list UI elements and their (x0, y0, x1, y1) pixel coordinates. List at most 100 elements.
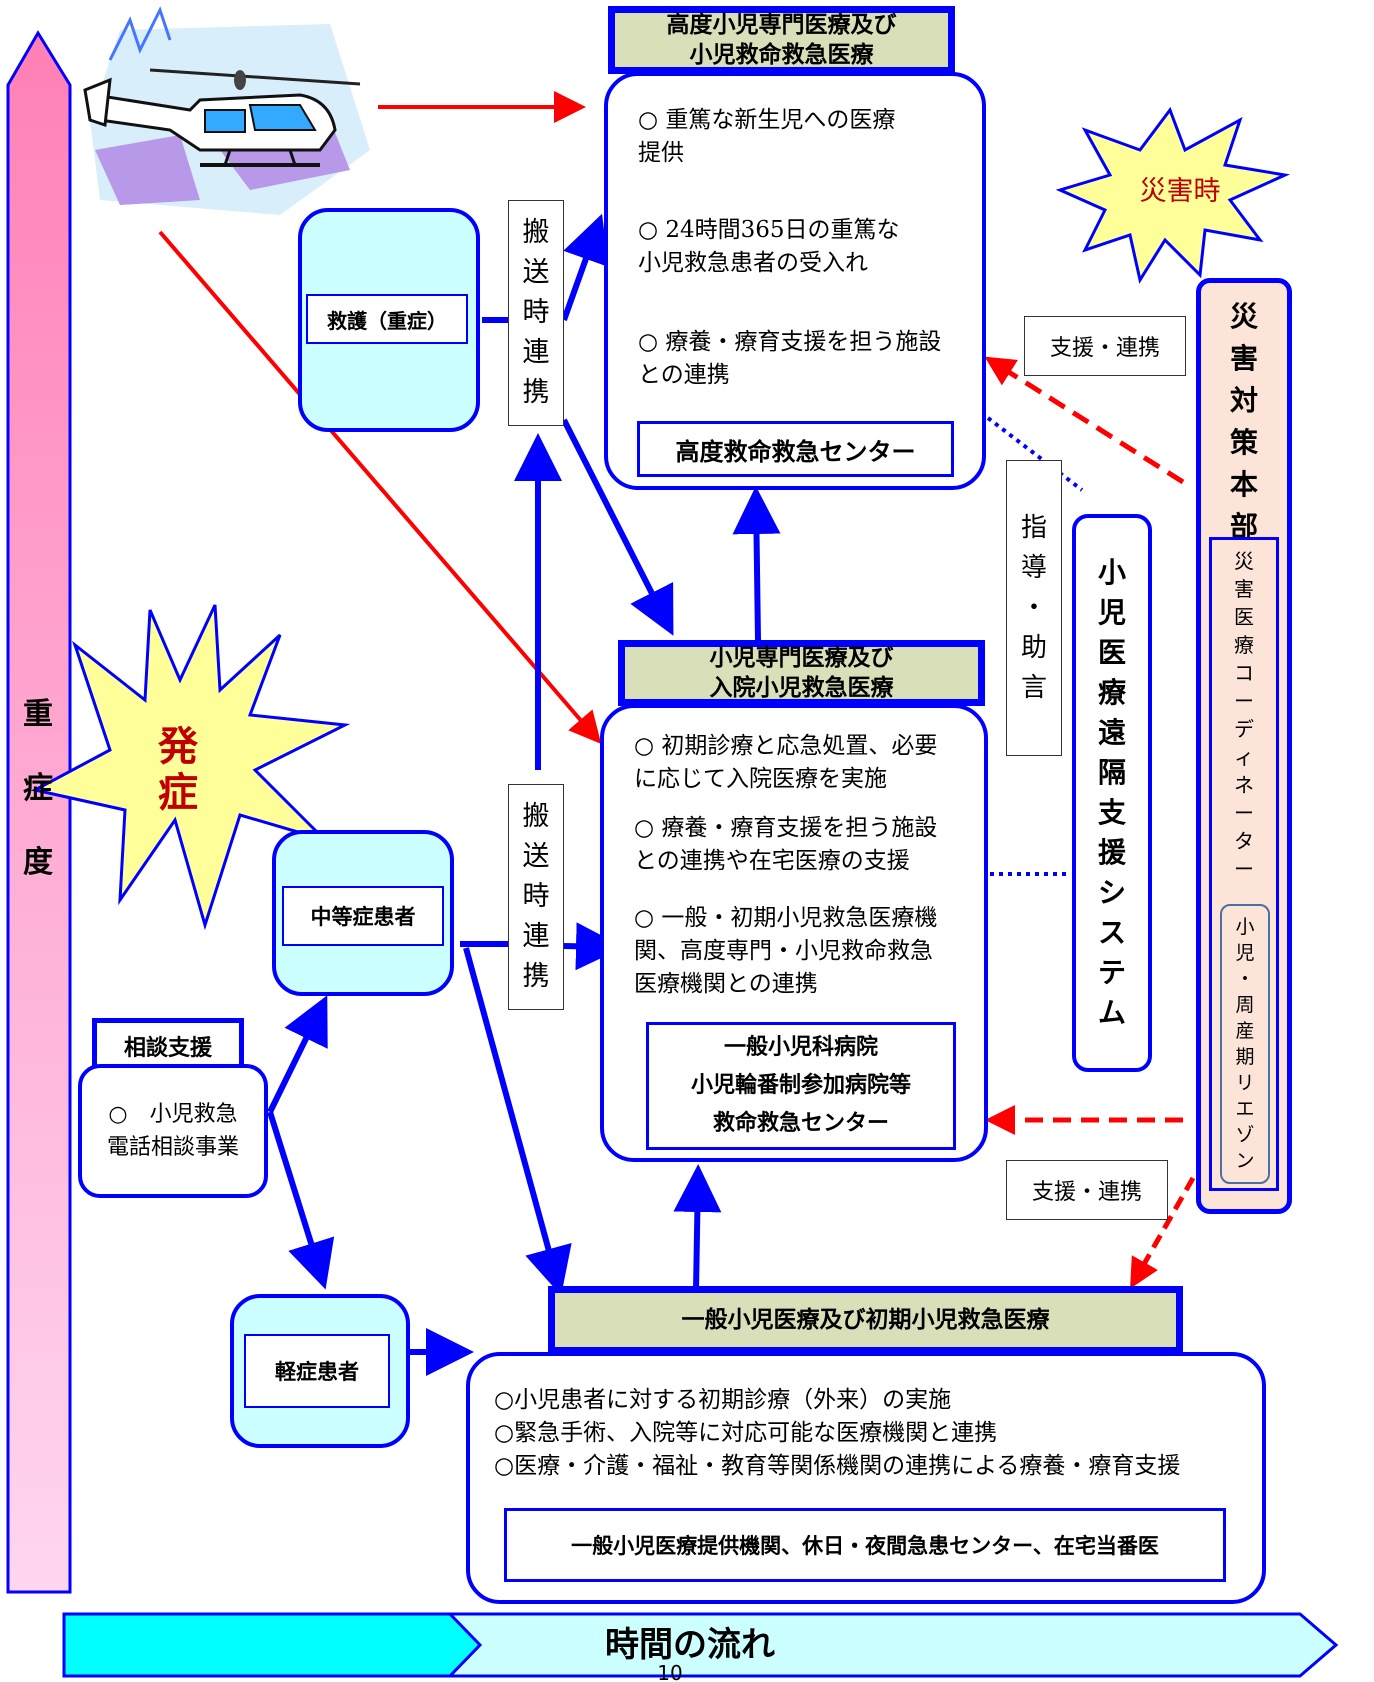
disaster-burst (1055, 106, 1291, 284)
transport-char: 携 (522, 377, 550, 408)
remote-char: シ (1097, 876, 1126, 909)
remote-char: 医 (1097, 636, 1126, 669)
guidance-char: 言 (1020, 673, 1047, 703)
guidance-char: ・ (1020, 593, 1047, 623)
remote-char: 遠 (1097, 716, 1126, 749)
transport-link-lower: 搬 送 時 連 携 (508, 784, 564, 1010)
liaison-char: エ (1235, 1098, 1255, 1120)
severity-char: 度 (23, 845, 53, 880)
severity-label: 重 症 度 (18, 670, 58, 900)
consult-box: ○ 小児救急 電話相談事業 (78, 1064, 268, 1198)
base-tier-facility: 一般小児医療提供機関、休日・夜間急患センター、在宅当番医 (504, 1508, 1226, 1582)
severity-char: 重 (23, 697, 53, 732)
coord-char: タ (1234, 829, 1254, 853)
coord-char: 災 (1234, 549, 1254, 573)
transport-char: 携 (522, 961, 550, 992)
transport-char: 搬 (522, 217, 550, 248)
remote-char: テ (1097, 956, 1126, 989)
severity-arrow (6, 30, 72, 1594)
liaison-char: ン (1235, 1150, 1255, 1172)
guidance-char: 指 (1020, 513, 1047, 543)
moderate-patient-label: 中等症患者 (282, 886, 444, 946)
time-flow-label: 時間の流れ (605, 1625, 775, 1665)
coord-char: ネ (1234, 773, 1254, 797)
transport-char: 送 (522, 841, 550, 872)
facility-line: 小児輪番制参加病院等 (690, 1073, 911, 1098)
remote-char: 支 (1097, 796, 1126, 829)
top-tier-item: ○ 重篤な新生児への医療 提供 (638, 104, 968, 170)
mid-tier-header: 小児専門医療及び 入院小児救急医療 (618, 640, 985, 706)
onset-burst (30, 604, 351, 931)
item-line: ○ 初期診療と応急処置、必要 (634, 733, 938, 759)
coord-char: 療 (1234, 633, 1254, 657)
liaison-char: 児 (1235, 942, 1255, 964)
item-line: ○ 24時間365日の重篤な (638, 217, 900, 243)
liaison-char: 小 (1235, 916, 1255, 938)
item-line: ○小児患者に対する初期診療（外来）の実施 (494, 1387, 952, 1413)
hq-char: 本 (1229, 468, 1258, 501)
helicopter-icon (83, 6, 370, 215)
facility-line: 救命救急センター (712, 1111, 889, 1136)
base-tier-items: ○小児患者に対する初期診療（外来）の実施 ○緊急手術、入院等に対応可能な医療機関… (494, 1384, 1254, 1483)
item-line: ○ 一般・初期小児救急医療機 (634, 905, 938, 931)
hq-char: 害 (1229, 342, 1258, 375)
remote-support-system: 小 児 医 療 遠 隔 支 援 シ ス テ ム (1072, 514, 1152, 1072)
support-link-label-upper: 支援・連携 (1024, 316, 1186, 376)
top-tier-box: ○ 重篤な新生児への医療 提供 ○ 24時間365日の重篤な 小児救急患者の受入… (604, 72, 986, 490)
remote-char: ム (1097, 996, 1126, 1029)
item-line: との連携 (638, 362, 730, 388)
mid-tier-item: ○ 療養・療育支援を担う施設 との連携や在宅医療の支援 (634, 812, 974, 878)
item-line: との連携や在宅医療の支援 (634, 848, 910, 874)
hq-char: 災 (1229, 300, 1258, 333)
liaison-char: 産 (1235, 1020, 1255, 1042)
top-tier-header-line: 高度小児専門医療及び (666, 12, 897, 38)
base-tier-header: 一般小児医療及び初期小児救急医療 (548, 1286, 1183, 1354)
remote-char: ス (1097, 916, 1126, 949)
severe-patient-label: 救護（重症） (306, 294, 468, 344)
disaster-hq-box: 災 害 対 策 本 部 災 害 医 療 コ ー デ ィ ネ ー タ ー 小 児 … (1196, 278, 1292, 1214)
mild-patient-label: 軽症患者 (244, 1334, 390, 1408)
onset-char: 症 (158, 770, 198, 816)
coord-char: 害 (1234, 577, 1254, 601)
mid-tier-item: ○ 一般・初期小児救急医療機 関、高度専門・小児救命救急 医療機関との連携 (634, 902, 974, 1001)
guidance-char: 助 (1020, 633, 1047, 663)
item-line: 提供 (638, 140, 684, 166)
item-line: ○ 療養・療育支援を担う施設 (634, 815, 938, 841)
guidance-label: 指 導 ・ 助 言 (1006, 460, 1062, 756)
top-tier-header: 高度小児専門医療及び 小児救命救急医療 (608, 6, 955, 74)
liaison-char: 期 (1235, 1046, 1255, 1068)
coord-char: ー (1234, 857, 1254, 881)
coord-char: ー (1234, 801, 1254, 825)
liaison-char: ゾ (1235, 1124, 1255, 1146)
liaison-char: リ (1235, 1072, 1255, 1094)
coord-char: 医 (1234, 605, 1254, 629)
mid-tier-header-line: 入院小児救急医療 (709, 675, 894, 701)
mid-tier-item: ○ 初期診療と応急処置、必要 に応じて入院医療を実施 (634, 730, 974, 796)
guidance-char: 導 (1020, 553, 1047, 583)
top-tier-facility: 高度救命救急センター (637, 421, 954, 477)
mid-tier-facility: 一般小児科病院 小児輪番制参加病院等 救命救急センター (646, 1022, 956, 1150)
hq-char: 策 (1229, 426, 1258, 459)
transport-char: 搬 (522, 801, 550, 832)
item-line: に応じて入院医療を実施 (634, 766, 887, 792)
coord-char: ー (1234, 689, 1254, 713)
remote-char: 療 (1097, 676, 1126, 709)
item-line: ○医療・介護・福祉・教育等関係機関の連携による療養・療育支援 (494, 1453, 1181, 1479)
item-line: ○ 療養・療育支援を担う施設 (638, 329, 942, 355)
mid-tier-header-line: 小児専門医療及び (709, 645, 894, 671)
hq-char: 対 (1229, 384, 1258, 417)
item-line: ○緊急手術、入院等に対応可能な医療機関と連携 (494, 1420, 998, 1446)
coord-char: デ (1234, 717, 1254, 741)
coord-char: コ (1234, 661, 1254, 685)
remote-char: 隔 (1097, 756, 1126, 789)
remote-char: 小 (1097, 556, 1126, 589)
top-tier-item: ○ 療養・療育支援を担う施設 との連携 (638, 326, 978, 392)
remote-char: 援 (1097, 836, 1126, 869)
transport-link-upper: 搬 送 時 連 携 (508, 200, 564, 426)
page-number: 10 (657, 1664, 683, 1682)
top-tier-item: ○ 24時間365日の重篤な 小児救急患者の受入れ (638, 214, 968, 280)
liaison-box: 小 児 ・ 周 産 期 リ エ ゾ ン (1220, 904, 1270, 1184)
transport-char: 時 (522, 881, 550, 912)
item-line: ○ 重篤な新生児への医療 (638, 107, 896, 133)
severity-char: 症 (23, 771, 53, 806)
